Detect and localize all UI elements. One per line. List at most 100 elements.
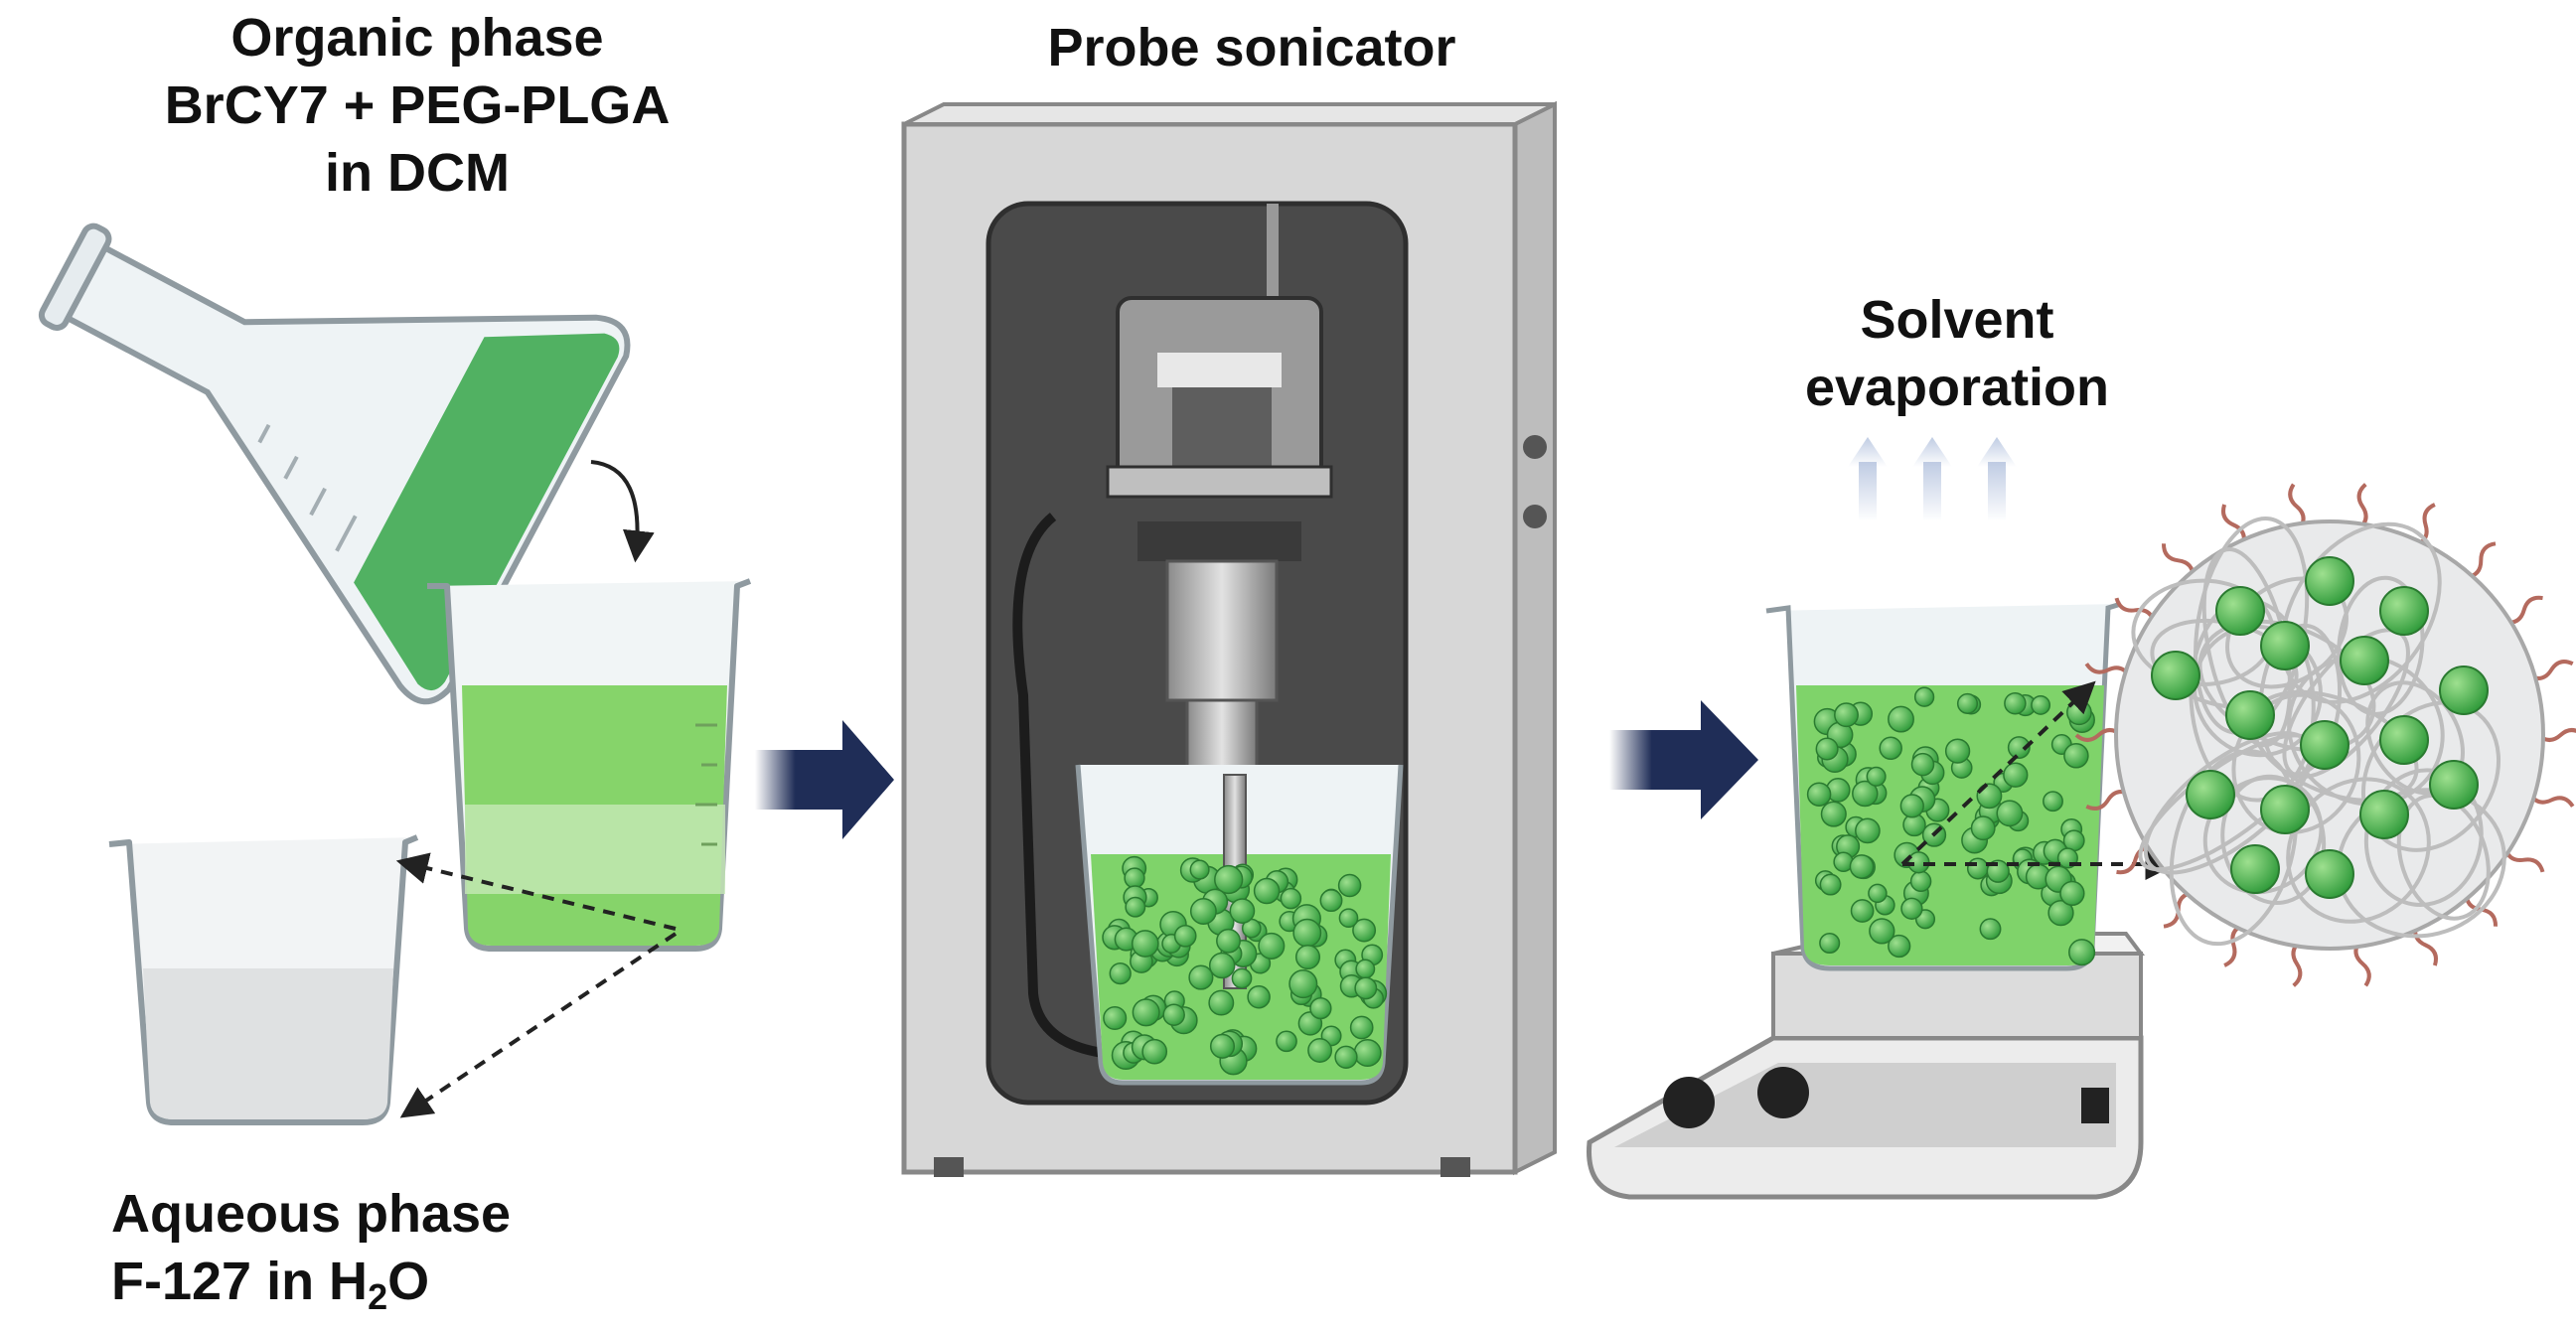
beaker-icon [108,834,419,1125]
solvent-evaporation-line2: evaporation [1804,358,2110,417]
droplet [1208,989,1235,1016]
hotplate-stirrer-icon [1587,601,2145,1200]
droplet [1258,932,1286,960]
droplet [1855,817,1881,844]
droplet [1309,996,1332,1020]
droplet [1888,934,1911,959]
droplet [2031,694,2051,715]
aqueous-phase-suffix: O [387,1252,430,1311]
droplet [1834,702,1859,728]
droplet [1979,918,2002,941]
aqueous-phase-subscript: 2 [368,1276,388,1317]
droplet [1849,854,1875,879]
droplet [2003,762,2029,788]
aqueous-phase-composition: F-127 in H2O [111,1248,807,1331]
organic-phase-composition: BrCY7 + PEG-PLGA [164,75,671,135]
dye-core [2230,844,2280,894]
droplet [1109,961,1132,985]
polymer-strand [2220,774,2327,906]
dye-core [2151,651,2200,700]
droplet [1909,870,1932,893]
dye-core [2379,586,2429,636]
droplet [2063,743,2089,769]
steam-arrows [1848,437,2017,521]
droplet [1103,1005,1128,1031]
droplet [2007,736,2031,760]
droplet [1352,918,1377,943]
droplet [1966,857,1989,880]
droplet [1819,873,1842,896]
droplet [1996,800,2024,827]
droplet [1253,877,1281,905]
dye-core [2429,760,2479,810]
droplet [1353,1038,1382,1068]
droplet [1354,976,1378,1000]
droplet [1866,766,1887,787]
droplet [1334,1045,1358,1069]
droplet [1869,918,1895,945]
droplet [1132,998,1160,1027]
dye-core [2340,636,2389,685]
droplet [1944,738,1971,764]
droplet [1189,859,1210,880]
droplet [1910,752,1935,777]
droplet [1247,984,1271,1009]
droplet [1294,944,1321,970]
droplet [2043,791,2063,813]
process-arrow [1609,700,1758,819]
droplet [1956,692,1979,714]
droplet [1888,705,1914,733]
droplet [1131,930,1159,958]
droplet [1815,737,1839,761]
droplet [1852,780,1879,808]
probe-sonicator-label: Probe sonicator [1047,18,1456,77]
droplet [1231,967,1253,989]
droplet [1276,1030,1297,1053]
droplet [1319,889,1343,913]
dye-core [2439,666,2489,715]
droplet [1188,964,1214,990]
solvent-evaporation-label: Solvent evaporation [1689,286,2225,421]
organic-phase-solvent: in DCM [325,143,510,203]
dye-core [2305,849,2354,899]
dye-core [2225,690,2275,740]
droplet [1879,736,1902,761]
beaker-icon [427,578,752,952]
aqueous-phase-label: Aqueous phase F-127 in H2O [111,1180,807,1331]
droplet [1338,908,1359,929]
dye-core [2305,556,2354,606]
droplet [1850,899,1875,923]
droplet [1214,864,1244,895]
dye-core [2215,586,2265,636]
droplet [1806,782,1832,807]
droplet [1819,932,1841,955]
droplet [1913,686,1935,707]
droplet [1307,1038,1333,1063]
droplet [1229,898,1256,924]
droplet [1820,801,1847,827]
droplet [1280,887,1302,910]
droplet [1141,1038,1168,1065]
droplet [1288,969,1318,999]
process-arrow [755,720,894,839]
droplet [1899,794,1924,818]
organic-phase-label: Organic phase BrCY7 + PEG-PLGA in DCM [60,4,775,207]
aqueous-phase-title: Aqueous phase [111,1184,512,1244]
droplet [2068,939,2096,966]
organic-phase-title: Organic phase [230,8,604,68]
polymer-strand [2396,793,2491,921]
droplet [2059,880,2085,907]
solvent-evaporation-line1: Solvent [1860,290,2054,350]
droplet [1125,896,1146,918]
droplet [1124,867,1145,889]
dye-core [2260,785,2310,834]
dye-core [2379,715,2429,765]
dye-core [2300,720,2349,770]
dye-core [2186,770,2235,819]
droplet [2047,899,2074,927]
droplet [1189,898,1217,925]
dye-core [2260,621,2310,670]
droplet [2004,691,2027,715]
droplet [1970,815,1996,841]
droplet [1216,928,1241,954]
